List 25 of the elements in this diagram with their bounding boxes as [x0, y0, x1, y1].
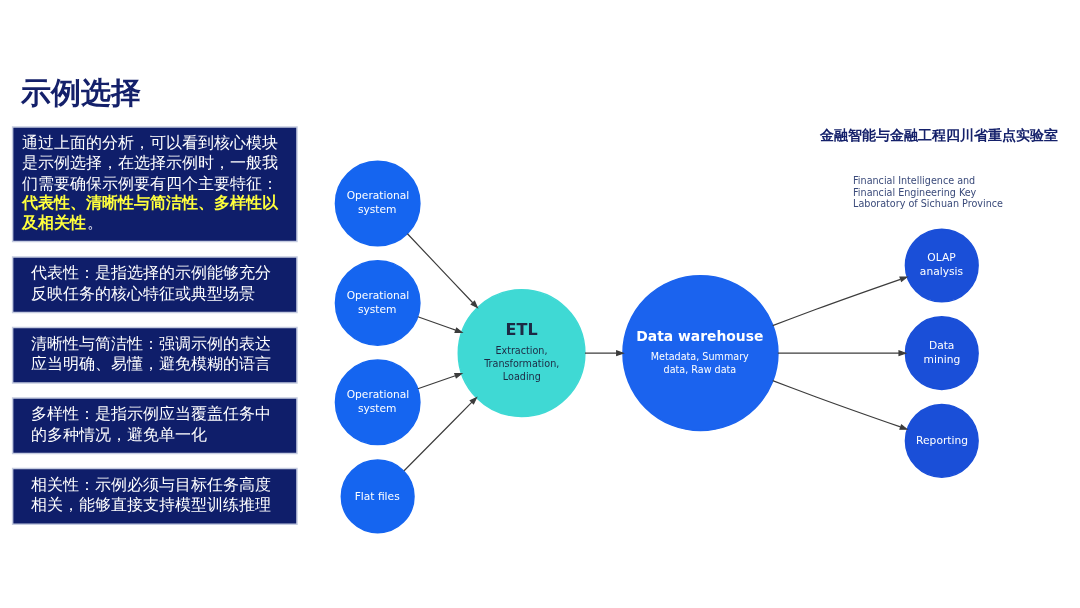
- node-box: 多样性：是指示例应当覆盖任务中的多种情况，避免单一化: [11, 396, 298, 454]
- node-circle: Operational system: [334, 259, 421, 346]
- node-circle: OLAP analysis: [904, 227, 979, 303]
- node-circle: Data mining: [904, 315, 979, 390]
- node-box: 清晰性与简洁性：强调示例的表达应当明确、易懂，避免模糊的语言: [11, 326, 298, 384]
- label: 金融智能与金融工程四川省重点实验室: [819, 126, 1058, 143]
- arrow: [584, 349, 625, 356]
- node-circle: Flat files: [340, 458, 415, 533]
- diagram-title: 示例选择: [21, 74, 142, 110]
- arrow: [406, 232, 479, 309]
- node-circle: Data warehouse Metadata, Summary data, Raw data: [622, 274, 779, 431]
- node-circle: Operational system: [334, 160, 421, 246]
- node-circle: Operational system: [334, 358, 421, 445]
- node-box: 相关性：示例必须与目标任务高度相关，能够直接支持模型训练推理: [11, 467, 298, 525]
- arrow: [417, 372, 464, 389]
- arrow: [777, 349, 908, 356]
- node-circle: Reporting: [904, 403, 979, 478]
- arrow: [772, 276, 909, 326]
- label: Financial Intelligence and Financial Engineering Key Laboratory of Sichuan Province: [853, 174, 1003, 209]
- node-box: 通过上面的分析，可以看到核心模块是示例选择，在选择示例时，一般我们需要确保示例要有四个主要特征：代表性、清晰性与简洁性、多样性以及相关性。: [11, 125, 298, 242]
- arrow: [417, 315, 464, 333]
- node-circle: ETL Extraction, Transformation, Loading: [457, 288, 586, 417]
- arrow: [772, 379, 909, 430]
- node-box: 代表性：是指选择的示例能够充分反映任务的核心特征或典型场景: [11, 255, 298, 313]
- arrow: [403, 395, 478, 471]
